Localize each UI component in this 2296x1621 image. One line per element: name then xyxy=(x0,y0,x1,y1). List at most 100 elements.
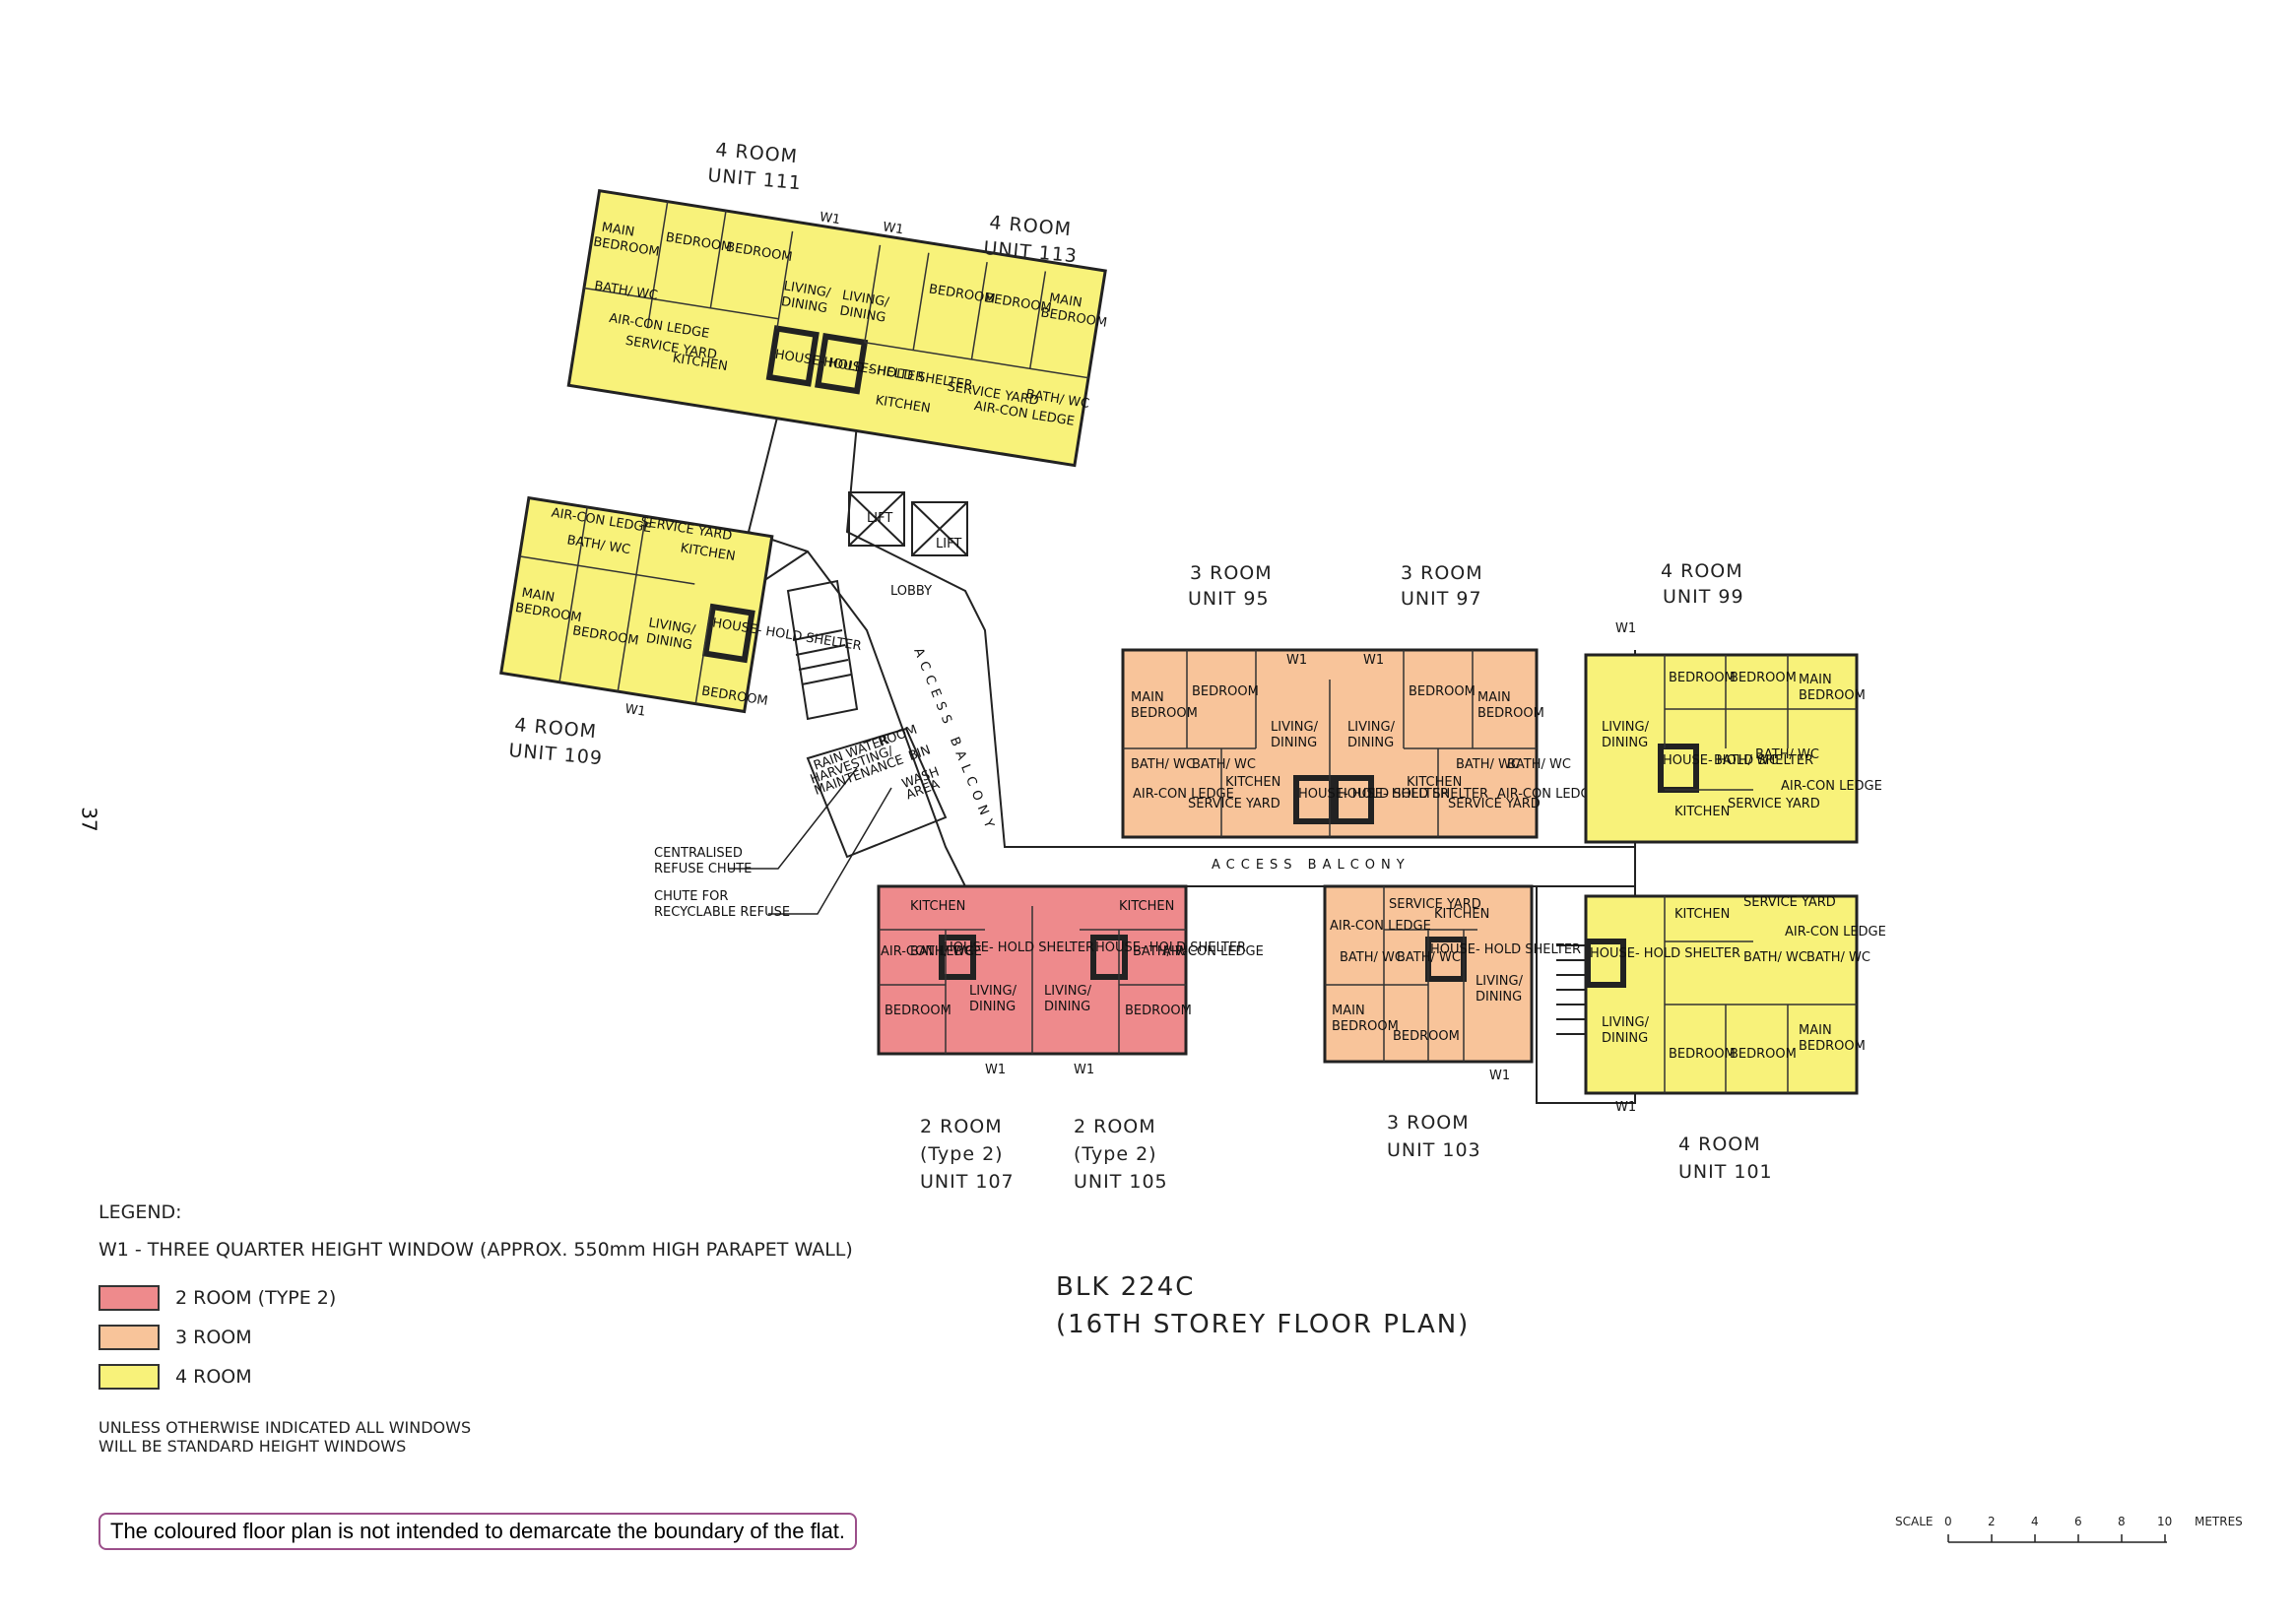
svg-text:HOUSE- HOLD SHELTER: HOUSE- HOLD SHELTER xyxy=(1338,787,1488,802)
svg-text:DINING: DINING xyxy=(1476,990,1522,1005)
svg-text:BEDROOM: BEDROOM xyxy=(1125,1004,1192,1018)
svg-text:LIVING/: LIVING/ xyxy=(1044,984,1092,999)
svg-text:BEDROOM: BEDROOM xyxy=(1799,1039,1866,1054)
svg-text:MAIN: MAIN xyxy=(1477,690,1511,705)
svg-text:W1: W1 xyxy=(1286,653,1307,668)
svg-text:BATH/ WC: BATH/ WC xyxy=(910,944,974,959)
svg-text:KITCHEN: KITCHEN xyxy=(1119,899,1174,914)
block-units-95-97: MAIN BEDROOM BEDROOM LIVING/ DINING LIVI… xyxy=(1121,648,1599,839)
recycle-chute-label-1: CHUTE FOR xyxy=(654,889,728,904)
unit-107-subtype: (Type 2) xyxy=(920,1143,1004,1165)
swatch-2-room xyxy=(98,1285,160,1311)
svg-text:BATH/ WC: BATH/ WC xyxy=(1397,950,1461,965)
legend-item-2-room: 2 ROOM (TYPE 2) xyxy=(98,1278,853,1318)
svg-text:KITCHEN: KITCHEN xyxy=(1674,907,1730,922)
chute-leaders xyxy=(729,767,892,915)
refuse-chute-label-1: CENTRALISED xyxy=(654,846,743,861)
svg-text:AIR-CON LEDGE: AIR-CON LEDGE xyxy=(1497,787,1599,802)
svg-text:W1: W1 xyxy=(1615,1100,1636,1115)
svg-text:DINING: DINING xyxy=(1271,736,1317,750)
svg-text:BIN: BIN xyxy=(907,743,933,764)
block-unit-103: KITCHEN MAIN BEDROOM BEDROOM LIVING/ DIN… xyxy=(1323,884,1581,1083)
unit-105-number: UNIT 105 xyxy=(1074,1171,1168,1193)
scale-tick-2: 2 xyxy=(1988,1515,1996,1528)
boundary-note: The coloured floor plan is not intended … xyxy=(98,1513,858,1550)
svg-text:BATH/ WC: BATH/ WC xyxy=(1131,757,1195,772)
svg-text:BEDROOM: BEDROOM xyxy=(1409,684,1476,699)
scale-bar xyxy=(1947,1534,2167,1543)
svg-text:W1: W1 xyxy=(819,210,841,227)
svg-text:HOUSE- HOLD SHELTER: HOUSE- HOLD SHELTER xyxy=(944,940,1094,955)
svg-text:DINING: DINING xyxy=(969,1000,1016,1014)
svg-text:LIVING/: LIVING/ xyxy=(1602,720,1650,735)
svg-text:HOUSE- HOLD SHELTER: HOUSE- HOLD SHELTER xyxy=(1430,942,1581,957)
unit-97-type: 3 ROOM xyxy=(1401,562,1483,584)
svg-text:LIVING/: LIVING/ xyxy=(1602,1015,1650,1030)
svg-text:MAIN: MAIN xyxy=(601,221,636,240)
svg-text:BEDROOM: BEDROOM xyxy=(1131,706,1198,721)
unit-105-type: 2 ROOM xyxy=(1074,1116,1156,1137)
svg-text:BEDROOM: BEDROOM xyxy=(1393,1029,1460,1044)
svg-text:KITCHEN: KITCHEN xyxy=(1407,775,1462,790)
svg-text:BEDROOM: BEDROOM xyxy=(1730,671,1797,685)
svg-text:DINING: DINING xyxy=(1044,1000,1090,1014)
svg-text:DINING: DINING xyxy=(1602,1031,1648,1046)
lobby-label: LOBBY xyxy=(890,584,932,599)
svg-text:BEDROOM: BEDROOM xyxy=(1669,1047,1736,1062)
svg-text:HOUSE- HOLD SHELTER: HOUSE- HOLD SHELTER xyxy=(1663,753,1813,768)
svg-text:DINING: DINING xyxy=(645,631,693,653)
svg-text:SERVICE YARD: SERVICE YARD xyxy=(1743,895,1836,910)
household-shelter-109 xyxy=(701,603,755,664)
unit-107-type: 2 ROOM xyxy=(920,1116,1003,1137)
unit-labels: 4 ROOM UNIT 111 4 ROOM UNIT 113 4 ROOM U… xyxy=(508,139,1772,1193)
scale-tick-10: 10 xyxy=(2157,1515,2173,1528)
unit-109-number: UNIT 109 xyxy=(508,740,604,769)
unit-107-number: UNIT 107 xyxy=(920,1171,1015,1193)
scale-tick-0: 0 xyxy=(1944,1515,1952,1528)
svg-text:DINING: DINING xyxy=(1602,736,1648,750)
legend-label-2-room: 2 ROOM (TYPE 2) xyxy=(175,1287,337,1309)
svg-text:W1: W1 xyxy=(1489,1069,1510,1083)
svg-text:BATH/ WC: BATH/ WC xyxy=(1340,950,1404,965)
household-shelter-107 xyxy=(939,935,976,980)
svg-text:BATH/ WC: BATH/ WC xyxy=(1507,757,1571,772)
scale-label: SCALE xyxy=(1895,1515,1934,1528)
svg-text:W1: W1 xyxy=(623,702,646,720)
legend-w1-text: W1 - THREE QUARTER HEIGHT WINDOW (APPROX… xyxy=(98,1239,853,1261)
legend-label-4-room: 4 ROOM xyxy=(175,1366,252,1388)
windows-note-1: UNLESS OTHERWISE INDICATED ALL WINDOWS xyxy=(98,1418,472,1437)
page-number: 37 xyxy=(77,807,101,832)
lift-label-2: LIFT xyxy=(936,537,961,551)
svg-text:BEDROOM: BEDROOM xyxy=(1669,671,1736,685)
legend-label-3-room: 3 ROOM xyxy=(175,1327,252,1348)
unit-109-fill xyxy=(499,495,774,714)
svg-text:W1: W1 xyxy=(1363,653,1384,668)
title-floor: (16TH STOREY FLOOR PLAN) xyxy=(1056,1310,1471,1339)
unit-95-type: 3 ROOM xyxy=(1190,562,1273,584)
svg-text:AIR-CON LEDGE: AIR-CON LEDGE xyxy=(1162,944,1264,959)
block-units-107-105: KITCHEN KITCHEN BEDROOM BEDROOM LIVING/ … xyxy=(877,884,1264,1077)
legend-item-3-room: 3 ROOM xyxy=(98,1318,853,1357)
svg-text:SERVICE YARD: SERVICE YARD xyxy=(1389,897,1481,912)
block-unit-101: KITCHEN LIVING/ DINING BEDROOM BEDROOM M… xyxy=(1584,894,1886,1115)
recycle-chute-label-2: RECYCLABLE REFUSE xyxy=(654,905,790,920)
svg-text:BATH/ WC: BATH/ WC xyxy=(1133,944,1197,959)
svg-text:AIR-CON LEDGE: AIR-CON LEDGE xyxy=(1785,925,1886,940)
legend: LEGEND: W1 - THREE QUARTER HEIGHT WINDOW… xyxy=(98,1201,853,1456)
legend-heading: LEGEND: xyxy=(98,1201,182,1223)
scale-tick-4: 4 xyxy=(2031,1515,2039,1528)
lift-left xyxy=(848,491,905,547)
svg-text:AIR-CON LEDGE: AIR-CON LEDGE xyxy=(881,944,982,959)
svg-text:W1: W1 xyxy=(882,220,904,237)
svg-text:BATH/ WC: BATH/ WC xyxy=(1714,753,1778,768)
title-block: BLK 224C xyxy=(1056,1272,1196,1302)
refuse-chute-label-2: REFUSE CHUTE xyxy=(654,862,752,876)
svg-text:W1: W1 xyxy=(1074,1063,1094,1077)
svg-text:DINING: DINING xyxy=(780,294,828,316)
svg-text:DINING: DINING xyxy=(1347,736,1394,750)
svg-text:HOUSE- HOLD SHELTER: HOUSE- HOLD SHELTER xyxy=(1298,787,1449,802)
svg-text:SERVICE YARD: SERVICE YARD xyxy=(1448,797,1541,811)
svg-text:AIR-CON LEDGE: AIR-CON LEDGE xyxy=(1330,919,1431,934)
unit-101-type: 4 ROOM xyxy=(1678,1134,1761,1155)
block-units-111-113: MAIN BEDROOM BEDROOM BEDROOM LIVING/ DIN… xyxy=(566,188,1108,468)
